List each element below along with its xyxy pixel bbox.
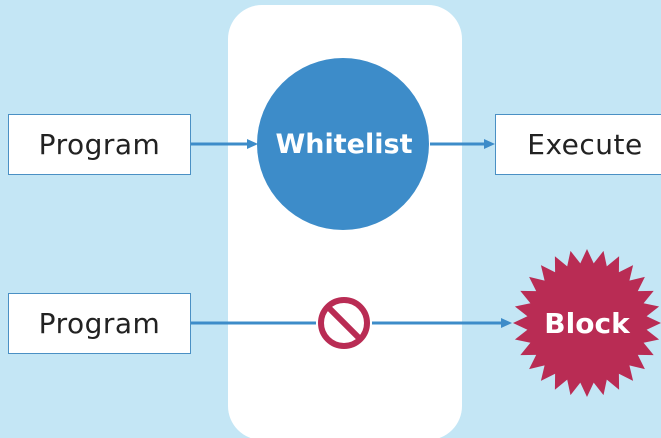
program-box-bottom: Program (8, 293, 191, 354)
execute-label: Execute (527, 128, 643, 161)
program-label-bottom: Program (38, 307, 161, 340)
arrow-program-to-whitelist (191, 139, 258, 149)
arrow-program-to-block (191, 318, 512, 328)
prohibited-icon (318, 297, 370, 349)
program-label-top: Program (38, 128, 161, 161)
execute-box: Execute (495, 114, 661, 175)
arrow-whitelist-to-execute (430, 139, 495, 149)
whitelist-circle (257, 58, 429, 230)
program-box-top: Program (8, 114, 191, 175)
block-starburst-icon (513, 249, 661, 397)
